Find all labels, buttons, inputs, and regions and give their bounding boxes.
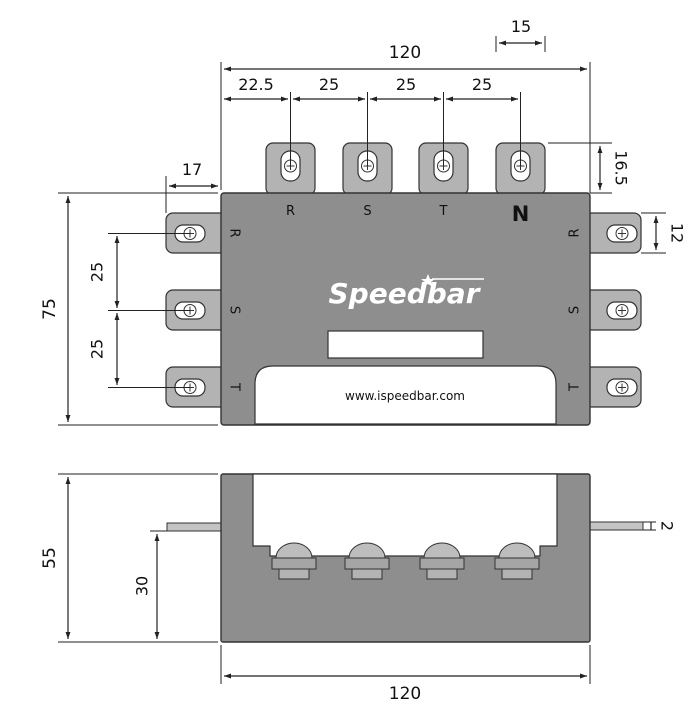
bar-height-dimension: 30 <box>133 530 167 639</box>
dim-lug-height: 16.5 <box>612 150 631 186</box>
side-lug-height-dimension: 12 <box>641 212 687 254</box>
dim-pitch-2: 25 <box>396 75 416 94</box>
label-window <box>327 330 484 359</box>
dim-total-width: 120 <box>389 43 421 63</box>
brand-logo: Speedbar <box>329 274 484 310</box>
dim-first-offset: 22.5 <box>238 75 274 94</box>
bar-thickness-dimension: 2 <box>643 521 677 531</box>
side-view-cavity <box>252 473 558 557</box>
connector-bump-4 <box>494 542 540 580</box>
left-terminal-t: T <box>227 382 242 391</box>
right-lug-s <box>582 289 642 331</box>
right-lugs <box>582 212 642 408</box>
right-terminal-s: S <box>568 306 583 314</box>
left-lugs <box>165 212 229 408</box>
side-pitch-dimensions: 25 25 <box>88 233 190 388</box>
top-view: Speedbar www.ispeedbar.com R S T N R S T… <box>40 17 687 426</box>
left-terminal-s: S <box>227 306 242 314</box>
connector-bumps <box>271 542 540 580</box>
brand-text: Speedbar <box>329 277 482 310</box>
dim-pitch-3: 25 <box>472 75 492 94</box>
top-lugs <box>265 142 546 196</box>
dim-side-width: 120 <box>389 684 421 704</box>
right-terminal-t: T <box>568 383 583 392</box>
dim-side-pitch-2: 25 <box>88 339 107 359</box>
top-dimensions: 120 22.5 25 25 25 15 <box>220 17 591 193</box>
lug-height-dimension: 16.5 <box>548 142 631 194</box>
website-text: www.ispeedbar.com <box>345 389 465 403</box>
dim-lug-width: 15 <box>511 17 531 36</box>
connector-bump-1 <box>271 542 317 580</box>
side-height-dimension: 55 <box>40 473 218 643</box>
side-view: 55 30 2 120 <box>40 473 677 704</box>
left-terminal-r: R <box>227 228 242 237</box>
left-lug-r <box>165 212 229 254</box>
dim-side-height: 55 <box>40 547 60 569</box>
right-busbar <box>587 521 644 531</box>
star-icon <box>421 274 435 287</box>
right-lug-r <box>582 212 642 254</box>
connector-bump-3 <box>419 542 465 580</box>
dim-pitch-1: 25 <box>319 75 339 94</box>
top-terminal-s: S <box>363 204 371 219</box>
dim-side-pitch-1: 25 <box>88 262 107 282</box>
right-terminal-r: R <box>568 228 583 237</box>
side-lug-reach-dimension: 17 <box>165 160 218 213</box>
top-terminal-t: T <box>439 204 448 219</box>
top-terminal-n: N <box>512 202 530 226</box>
dim-bar-thickness: 2 <box>658 521 677 531</box>
connector-bump-2 <box>344 542 390 580</box>
dim-bar-height: 30 <box>133 576 152 596</box>
top-terminal-r: R <box>286 204 295 219</box>
left-busbar <box>166 522 224 532</box>
body-height-dimension: 75 <box>40 192 218 426</box>
website-panel <box>254 365 557 425</box>
right-lug-t <box>582 366 642 408</box>
dim-side-lug-height: 12 <box>668 223 687 243</box>
dim-body-height: 75 <box>40 298 60 320</box>
top-lug-n <box>495 142 546 196</box>
side-width-dimension: 120 <box>220 645 591 704</box>
dim-side-lug-reach: 17 <box>182 160 202 179</box>
